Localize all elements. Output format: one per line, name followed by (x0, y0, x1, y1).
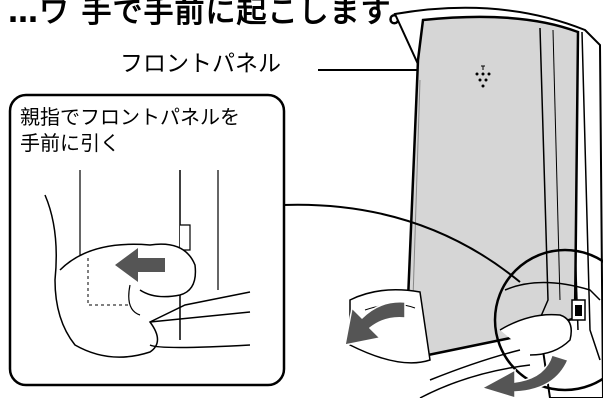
curved-arrow-icon (480, 354, 570, 398)
top-instruction-text: …ワ 手で手前に起こします。 (8, 0, 420, 30)
callout-line-2: 手前に引く (20, 131, 120, 155)
callout-illustration (44, 170, 251, 358)
zoom-circle (493, 248, 603, 392)
front-panel-label: フロントパネル (120, 51, 281, 77)
arrow-left-icon (115, 248, 165, 282)
callout-text: 親指でフロントパネルを 手前に引く (20, 104, 290, 156)
callout-box (8, 93, 286, 387)
callout-line-1: 親指でフロントパネルを (20, 105, 240, 129)
callout-connector (281, 203, 521, 283)
brand-logo-icon (475, 65, 491, 88)
curved-arrow-icon (344, 301, 406, 346)
front-panel (406, 15, 580, 357)
